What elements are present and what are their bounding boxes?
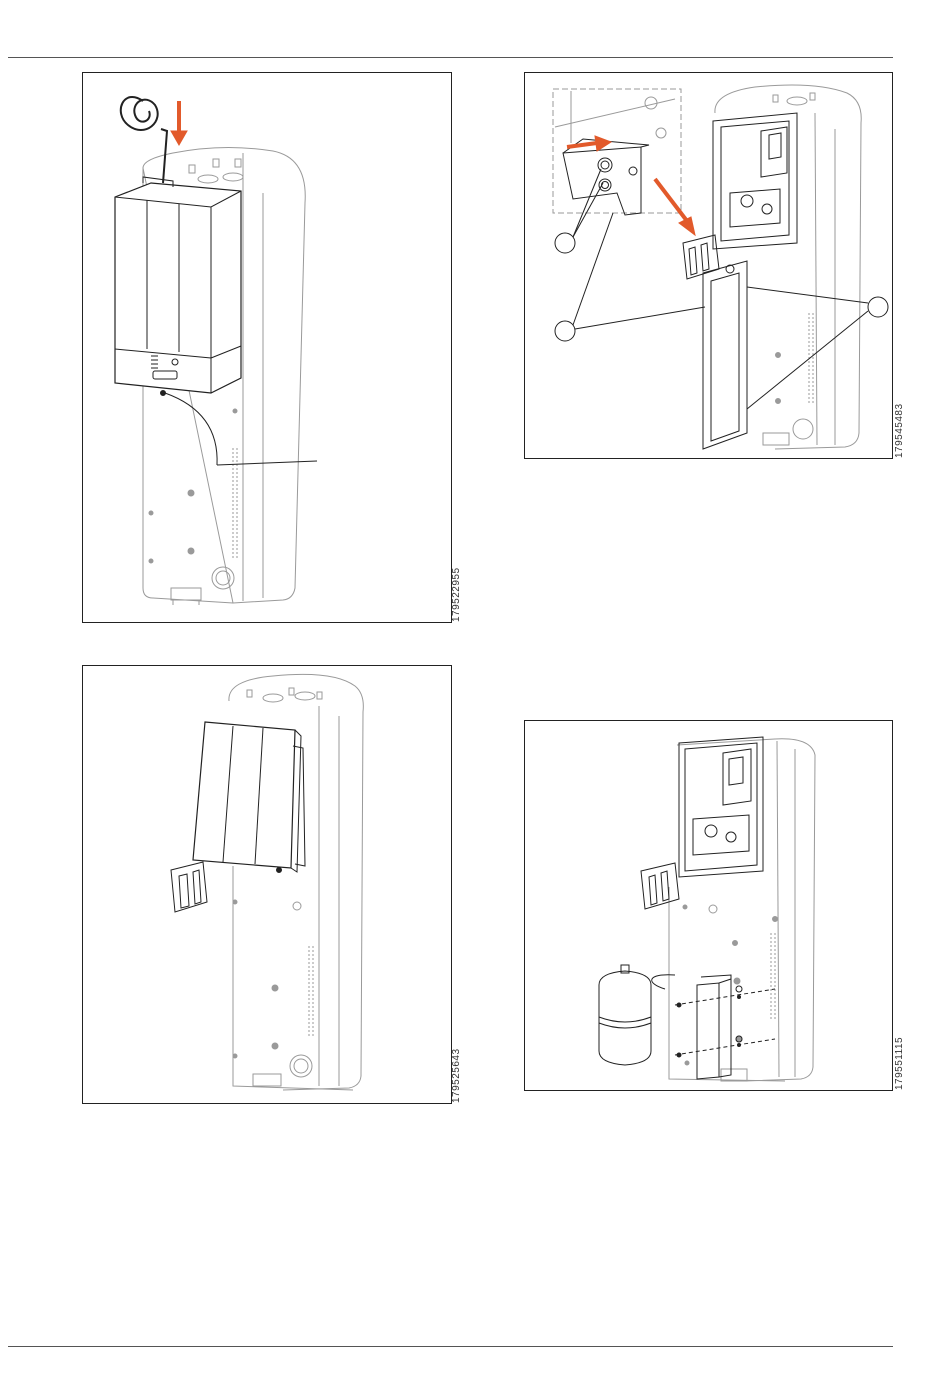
figure-3-frame <box>82 665 452 1104</box>
figure-1-frame <box>82 72 452 623</box>
header-rule <box>8 57 893 58</box>
figure-3-illustration <box>83 666 452 1104</box>
figure-4-id: 179551115 <box>894 1037 905 1090</box>
figure-2-frame <box>524 72 893 459</box>
figure-2-id: 179545483 <box>894 403 905 458</box>
figure-2-illustration <box>525 73 893 459</box>
footer-rule <box>8 1346 893 1347</box>
figure-4-frame <box>524 720 893 1091</box>
figure-4-illustration <box>525 721 893 1091</box>
figure-1-illustration <box>83 73 452 623</box>
figure-1-id: 179522955 <box>451 567 462 622</box>
figure-3-id: 179525643 <box>451 1048 462 1103</box>
